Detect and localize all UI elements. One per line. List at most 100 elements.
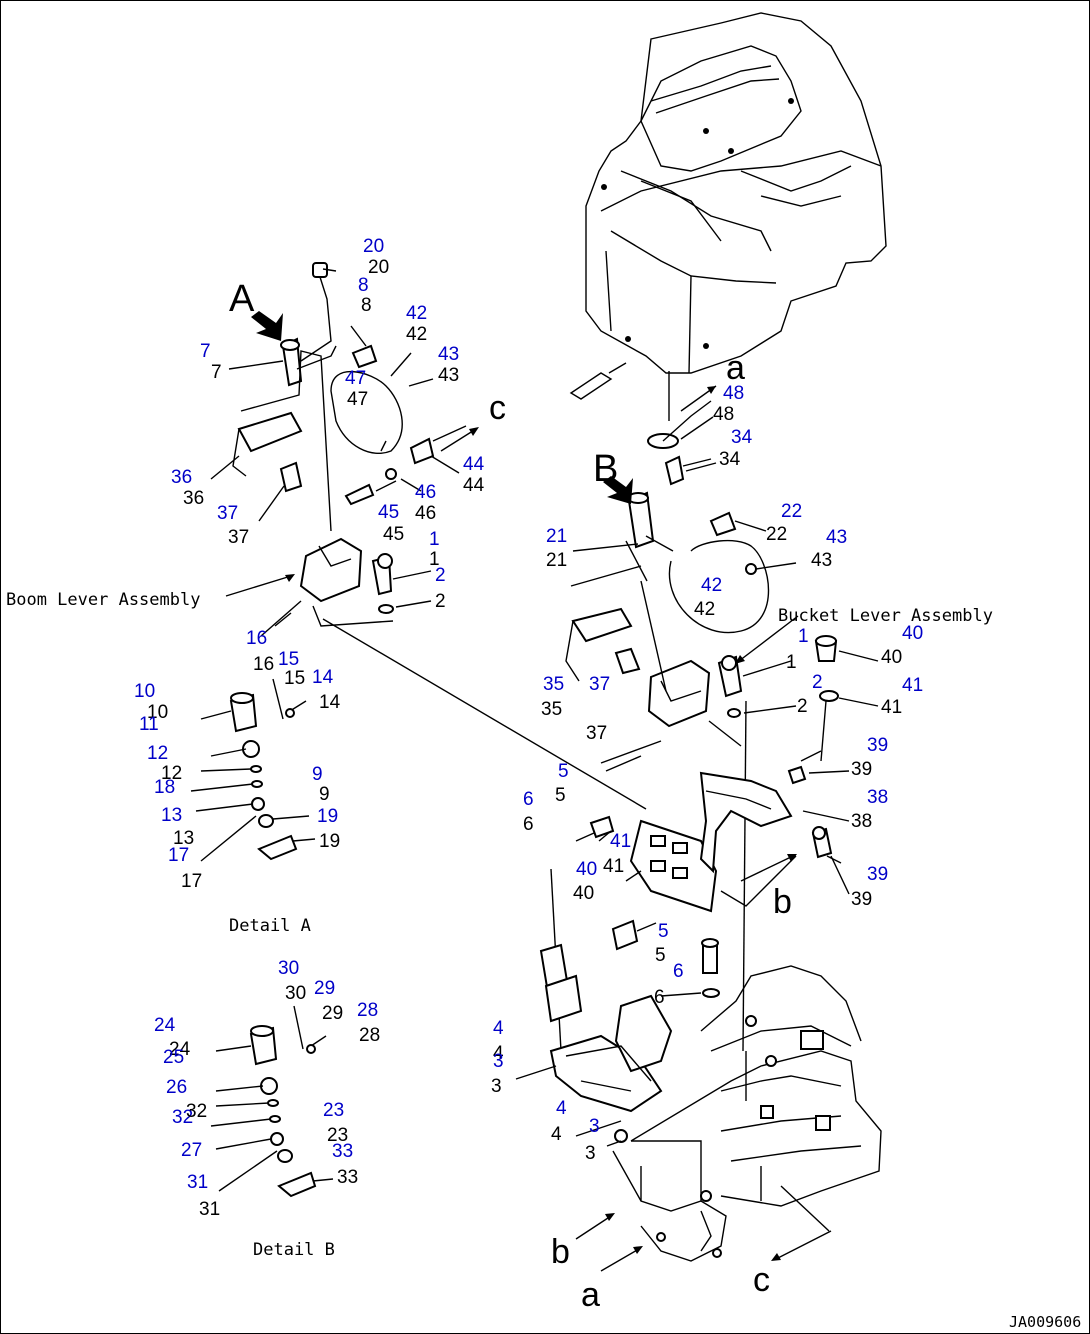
callout-black: 19 [319, 831, 340, 852]
callout-blue: 45 [378, 502, 399, 523]
callout-black: 39 [851, 759, 872, 780]
console-cover [569, 12, 887, 421]
callout-blue: 30 [278, 958, 299, 979]
callout-blue: 46 [415, 482, 436, 503]
callout-blue: 34 [731, 427, 753, 448]
detail-a-label: Detail A [229, 916, 311, 936]
callout-black: 40 [881, 647, 902, 668]
callout-black: 38 [851, 811, 872, 832]
detail-a-parts [190, 678, 316, 862]
callout-blue: 33 [332, 1141, 353, 1162]
view-arrow-a [251, 311, 283, 341]
callout-blue: 42 [701, 575, 722, 596]
callout-blue: 43 [826, 527, 847, 548]
callout-blue: 15 [278, 649, 299, 670]
callout-black: 41 [603, 856, 624, 877]
callout-blue: 8 [358, 275, 369, 296]
callout-black: 3 [585, 1143, 596, 1164]
bucket-lever-label: Bucket Lever Assembly [778, 606, 993, 626]
callout-black: 14 [319, 692, 341, 713]
callout-blue: 4 [493, 1018, 504, 1039]
callout-black: 39 [851, 889, 872, 910]
callout-black: 24 [169, 1039, 191, 1060]
callout-black: 5 [555, 785, 566, 806]
callout-blue: 1 [798, 626, 809, 647]
view-arrow-b [603, 476, 633, 504]
callout-black: 20 [368, 257, 389, 278]
callout-black: 10 [147, 702, 168, 723]
callout-black: 29 [322, 1003, 343, 1024]
callout-blue: 27 [181, 1140, 202, 1161]
callout-blue: 18 [154, 777, 175, 798]
callout-blue: 25 [163, 1047, 184, 1068]
callout-black: 42 [694, 599, 715, 620]
callout-blue: 5 [658, 921, 669, 942]
callout-blue: 31 [187, 1172, 208, 1193]
callout-black: 30 [285, 983, 306, 1004]
callout-blue: 37 [217, 503, 238, 524]
callout-black: 42 [406, 324, 427, 345]
callout-blue: 26 [166, 1077, 187, 1098]
callout-blue: 3 [589, 1116, 600, 1137]
callout-blue: 42 [406, 303, 427, 324]
callout-black: 41 [881, 697, 902, 718]
callout-blue: 40 [576, 859, 597, 880]
callout-blue: 38 [867, 787, 888, 808]
callout-blue: 20 [363, 236, 384, 257]
part-callouts: 20 20 8 8 42 42 7 7 43 43 47 47 36 36 37… [134, 236, 923, 1220]
callout-blue: 2 [812, 672, 823, 693]
boom-lever-parts [232, 262, 647, 810]
callout-blue: 40 [902, 623, 923, 644]
callout-blue: 10 [134, 681, 155, 702]
callout-blue: 36 [171, 467, 192, 488]
callout-blue: 32 [172, 1107, 193, 1128]
callout-black: 33 [337, 1167, 358, 1188]
callout-black: 37 [586, 723, 607, 744]
lower-frame [539, 943, 882, 1262]
callout-black: 43 [811, 550, 832, 571]
callout-black: 46 [415, 503, 436, 524]
callout-black: 15 [284, 668, 305, 689]
callout-black: 47 [347, 389, 368, 410]
callout-blue: 9 [312, 764, 323, 785]
connection-b-bottom: b [551, 1233, 570, 1271]
connection-c-bottom: c [753, 1261, 770, 1299]
callout-black: 4 [551, 1124, 562, 1145]
callout-black: 1 [786, 652, 797, 673]
connection-a-bottom: a [581, 1276, 600, 1314]
callout-black: 2 [797, 696, 808, 717]
leader-lines [210, 268, 879, 1147]
callout-blue: 2 [435, 565, 446, 586]
callout-blue: 48 [723, 383, 744, 404]
callout-black: 22 [766, 524, 787, 545]
callout-blue: 39 [867, 735, 888, 756]
callout-black: 40 [573, 883, 594, 904]
callout-blue: 11 [139, 714, 159, 735]
connection-arrows [225, 385, 832, 1272]
callout-black: 12 [161, 763, 182, 784]
callout-blue: 41 [610, 831, 631, 852]
callout-black: 9 [319, 784, 330, 805]
connection-c-top: c [489, 389, 506, 427]
callout-black: 13 [173, 828, 194, 849]
connection-a-top: a [726, 349, 745, 387]
callout-blue: 35 [543, 674, 564, 695]
callout-blue: 14 [312, 667, 334, 688]
callout-black: 3 [491, 1076, 502, 1097]
callout-black: 7 [211, 362, 222, 383]
callout-black: 2 [435, 591, 446, 612]
callout-blue: 21 [546, 526, 567, 547]
callout-blue: 6 [673, 961, 684, 982]
callout-black: 32 [186, 1101, 207, 1122]
detail-b-label: Detail B [253, 1240, 335, 1260]
callout-blue: 22 [781, 501, 802, 522]
callout-black: 44 [463, 475, 485, 496]
assembly-labels: Boom Lever Assembly Bucket Lever Assembl… [6, 278, 1081, 1331]
bracket-assembly [550, 750, 842, 1052]
boom-lever-label: Boom Lever Assembly [6, 590, 200, 610]
callout-black: 28 [359, 1025, 380, 1046]
callout-blue: 37 [589, 674, 610, 695]
callout-black: 6 [523, 814, 534, 835]
